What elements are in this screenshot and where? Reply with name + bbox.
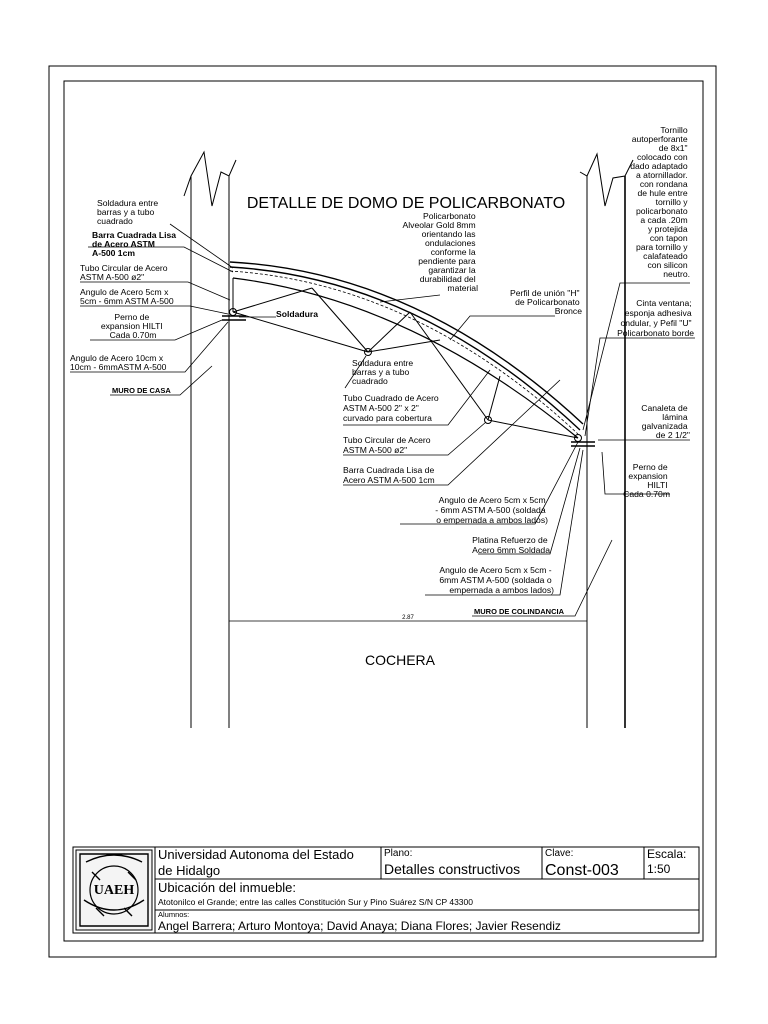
drawing-subtitle: COCHERA xyxy=(365,652,436,668)
alumnos-label: Alumnos: xyxy=(158,910,189,919)
institution-line2: de Hidalgo xyxy=(158,863,220,878)
label-soldadura-entre-1: Soldadura entre barras y a tubo cuadrado xyxy=(97,198,161,226)
label-barra-cuadrada-2: Barra Cuadrada Lisa de Acero ASTM A-500 … xyxy=(343,465,437,485)
inner-frame xyxy=(63,80,704,942)
ubicacion-label: Ubicación del inmueble: xyxy=(158,880,296,895)
label-perno-2: Perno de expansion HILTI Cada 0.70m xyxy=(623,462,670,499)
label-muro-casa: MURO DE CASA xyxy=(112,386,171,395)
dimension-line: 2.87 xyxy=(228,615,588,627)
label-angulo-5cm: Angulo de Acero 5cm x 5cm - 6mm ASTM A-5… xyxy=(80,287,174,306)
outer-frame xyxy=(48,65,717,958)
label-cinta: Cinta ventana; esponja adhesiva ondular,… xyxy=(617,298,694,338)
plano-label: Plano: xyxy=(384,848,412,859)
title-block: UAEH Universidad Autonoma del Estado de … xyxy=(72,846,700,934)
ubicacion-value: Atotonilco el Grande; entre las calles C… xyxy=(158,897,473,907)
leader-lines xyxy=(70,223,695,617)
escala-value: 1:50 xyxy=(647,862,671,876)
left-wall xyxy=(183,150,237,728)
label-soldadura: Soldadura xyxy=(276,309,318,319)
clave-value: Const-003 xyxy=(545,862,619,879)
university-logo: UAEH xyxy=(75,849,153,931)
dimension-text: 2.87 xyxy=(402,615,414,621)
label-policarbonato: Policarbonato Alveolar Gold 8mm orientan… xyxy=(403,211,479,293)
label-tubo-circular: Tubo Circular de Acero ASTM A-500 ø2" xyxy=(80,263,170,282)
label-angulo-5cm-3: Angulo de Acero 5cm x 5cm - 6mm ASTM A-5… xyxy=(439,565,554,595)
right-wall xyxy=(579,152,634,728)
label-angulo-5cm-2: Angulo de Acero 5cm x 5cm - 6mm ASTM A-5… xyxy=(435,495,548,525)
label-tubo-circular-2: Tubo Circular de Acero ASTM A-500 ø2" xyxy=(343,435,433,455)
label-perno: Perno de expansion HILTI Cada 0.70m xyxy=(101,312,165,340)
label-muro-colindancia: MURO DE COLINDANCIA xyxy=(474,607,565,616)
label-barra-cuadrada: Barra Cuadrada Lisa de Acero ASTM A-500 … xyxy=(92,230,178,258)
svg-text:UAEH: UAEH xyxy=(94,883,135,898)
truss xyxy=(222,277,595,447)
drawing-title: DETALLE DE DOMO DE POLICARBONATO xyxy=(247,195,565,212)
label-platina: Platina Refuerzo de Acero 6mm Soldada xyxy=(472,535,550,555)
alumnos-value: Angel Barrera; Arturo Montoya; David Ana… xyxy=(158,919,561,933)
label-tornillo: Tornillo autoperforante de 8x1" colocado… xyxy=(630,125,690,279)
label-angulo-10cm: Angulo de Acero 10cm x 10cm - 6mmASTM A-… xyxy=(70,353,167,372)
label-perfil-union: Perfil de unión "H" de Policarbonato Bro… xyxy=(510,288,582,316)
plano-value: Detalles constructivos xyxy=(384,861,520,877)
institution-line1: Universidad Autonoma del Estado xyxy=(158,847,354,862)
label-soldadura-entre-2: Soldadura entre barras y a tubo cuadrado xyxy=(352,358,416,386)
clave-label: Clave: xyxy=(545,848,573,859)
label-canaleta: Canaleta de lámina galvanizada de 2 1/2" xyxy=(641,403,690,440)
escala-label: Escala: xyxy=(647,847,686,861)
label-tubo-cuadrado: Tubo Cuadrado de Acero ASTM A-500 2" x 2… xyxy=(343,393,441,423)
